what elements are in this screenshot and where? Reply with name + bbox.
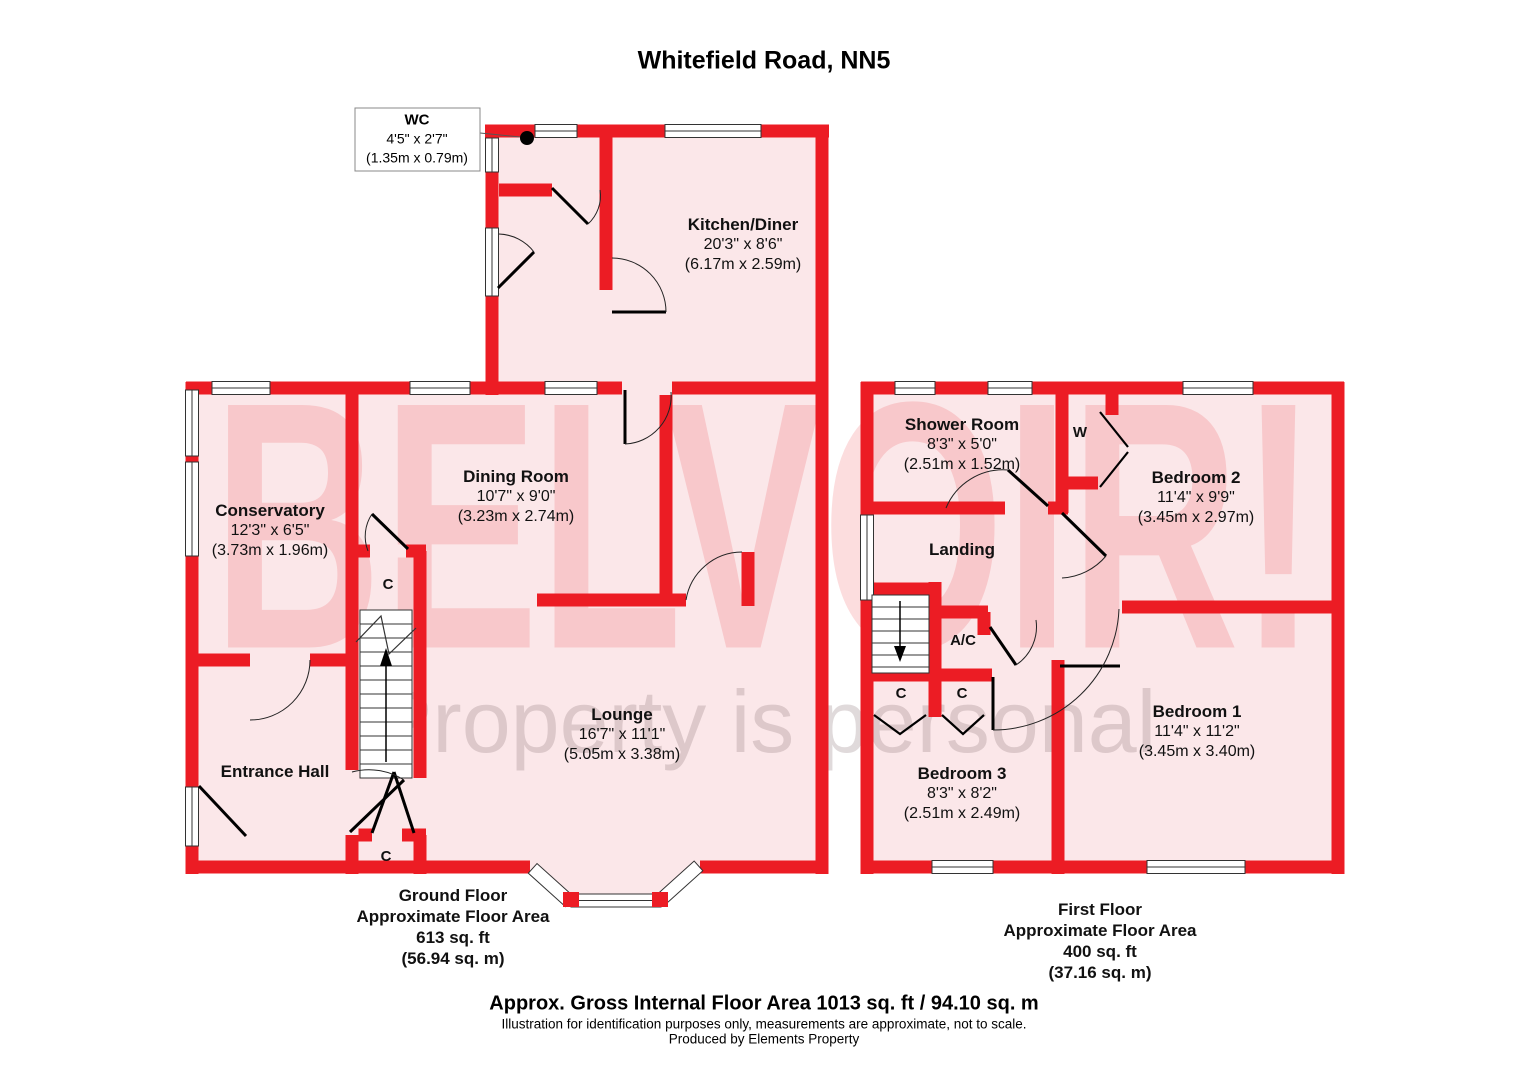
summary-floor: First Floor <box>1057 900 1143 919</box>
room-name: Conservatory <box>215 501 325 520</box>
room-dim-metric: (3.23m x 2.74m) <box>457 508 575 525</box>
room-dim-imperial: 12'3" x 6'5" <box>230 522 310 539</box>
closet-label-ff-1: C <box>895 685 907 702</box>
stairs-up-arrow <box>380 648 392 666</box>
room-label-kitchen-diner: Kitchen/Diner 20'3" x 8'6" (6.17m x 2.59… <box>685 215 801 275</box>
doors <box>197 186 1129 838</box>
room-label-wc: WC 4'5" x 2'7" (1.35m x 0.79m) <box>366 111 468 168</box>
callout-dot <box>520 131 534 145</box>
room-dim-imperial: 11'4" x 9'9" <box>1157 489 1235 506</box>
windows <box>185 124 1254 908</box>
room-dim-metric: (6.17m x 2.59m) <box>684 256 802 273</box>
room-dim-metric: (3.73m x 1.96m) <box>211 542 329 559</box>
room-dim-metric: (5.05m x 3.38m) <box>563 746 681 763</box>
producer-credit: Produced by Elements Property <box>668 1031 860 1047</box>
room-dim-imperial: 10'7" x 9'0" <box>476 488 556 505</box>
ground-floor-summary: Ground Floor Approximate Floor Area 613 … <box>356 885 549 969</box>
room-dim-metric: (3.45m x 3.40m) <box>1138 743 1256 760</box>
room-name: Bedroom 2 <box>1151 468 1241 487</box>
room-label-landing: Landing <box>928 540 996 559</box>
closet-label-ff-2: C <box>956 685 968 702</box>
door-arcs <box>249 189 1120 781</box>
room-dim-metric: (2.51m x 1.52m) <box>903 456 1021 473</box>
room-fills <box>195 128 1332 902</box>
first-floor-summary: First Floor Approximate Floor Area 400 s… <box>1003 899 1196 983</box>
room-dim-imperial: 20'3" x 8'6" <box>703 236 783 253</box>
wc-callout <box>354 107 534 172</box>
airing-cupboard-label: A/C <box>950 632 976 649</box>
room-name: Lounge <box>591 705 653 724</box>
room-name: Bedroom 1 <box>1152 702 1242 721</box>
room-dim-imperial: 8'3" x 8'2" <box>927 785 997 802</box>
disclaimer-text: Illustration for identification purposes… <box>501 1016 1027 1032</box>
summary-floor: Ground Floor <box>398 886 508 905</box>
room-label-dining-room: Dining Room 10'7" x 9'0" (3.23m x 2.74m) <box>458 467 574 527</box>
room-label-bedroom-3: Bedroom 3 8'3" x 8'2" (2.51m x 2.49m) <box>904 764 1020 824</box>
summary-label: Approximate Floor Area <box>1003 921 1197 940</box>
stairs-first <box>871 594 930 674</box>
room-dim-imperial: 4'5" x 2'7" <box>386 130 448 147</box>
summary-area-m: (56.94 sq. m) <box>401 949 505 968</box>
room-dim-imperial: 8'3" x 5'0" <box>927 436 997 453</box>
summary-label: Approximate Floor Area <box>356 907 550 926</box>
summary-area-ft: 400 sq. ft <box>1063 942 1137 961</box>
bay-window-corners <box>563 892 668 907</box>
room-name: Kitchen/Diner <box>687 215 799 234</box>
wall-openings <box>345 381 700 874</box>
stairs-ground <box>355 609 417 779</box>
room-dim-metric: (2.51m x 2.49m) <box>903 805 1021 822</box>
summary-area-ft: 613 sq. ft <box>416 928 490 947</box>
room-label-bedroom-2: Bedroom 2 11'4" x 9'9" (3.45m x 2.97m) <box>1138 468 1254 528</box>
bifold-doors <box>873 411 1129 736</box>
room-dim-imperial: 11'4" x 11'2" <box>1154 723 1240 740</box>
page-title: Whitefield Road, NN5 <box>637 46 891 75</box>
room-label-entrance-hall: Entrance Hall <box>220 762 330 781</box>
room-name: Shower Room <box>904 415 1020 434</box>
room-label-bedroom-1: Bedroom 1 11'4" x 11'2" (3.45m x 3.40m) <box>1139 702 1255 762</box>
room-label-conservatory: Conservatory 12'3" x 6'5" (3.73m x 1.96m… <box>212 501 328 561</box>
wardrobe-label: W <box>1072 424 1088 441</box>
watermark-tagline-text: Property is personal <box>374 672 1157 771</box>
watermark: BELVOIR! Property is personal <box>212 330 1317 771</box>
room-label-shower-room: Shower Room 8'3" x 5'0" (2.51m x 1.52m) <box>904 415 1020 475</box>
stairs-down-arrow <box>894 646 906 662</box>
summary-area-m: (37.16 sq. m) <box>1048 963 1152 982</box>
gross-internal-area: Approx. Gross Internal Floor Area 1013 s… <box>489 992 1039 1015</box>
room-dim-metric: (3.45m x 2.97m) <box>1137 509 1255 526</box>
closet-label-gf-2: C <box>380 848 392 865</box>
room-name: Bedroom 3 <box>917 764 1007 783</box>
room-name: Dining Room <box>463 467 569 486</box>
room-dim-imperial: 16'7" x 11'1" <box>578 726 666 743</box>
room-label-lounge: Lounge 16'7" x 11'1" (5.05m x 3.38m) <box>564 705 680 765</box>
room-name: WC <box>404 111 430 129</box>
closet-label-gf-1: C <box>382 576 394 593</box>
room-dim-metric: (1.35m x 0.79m) <box>366 149 468 166</box>
